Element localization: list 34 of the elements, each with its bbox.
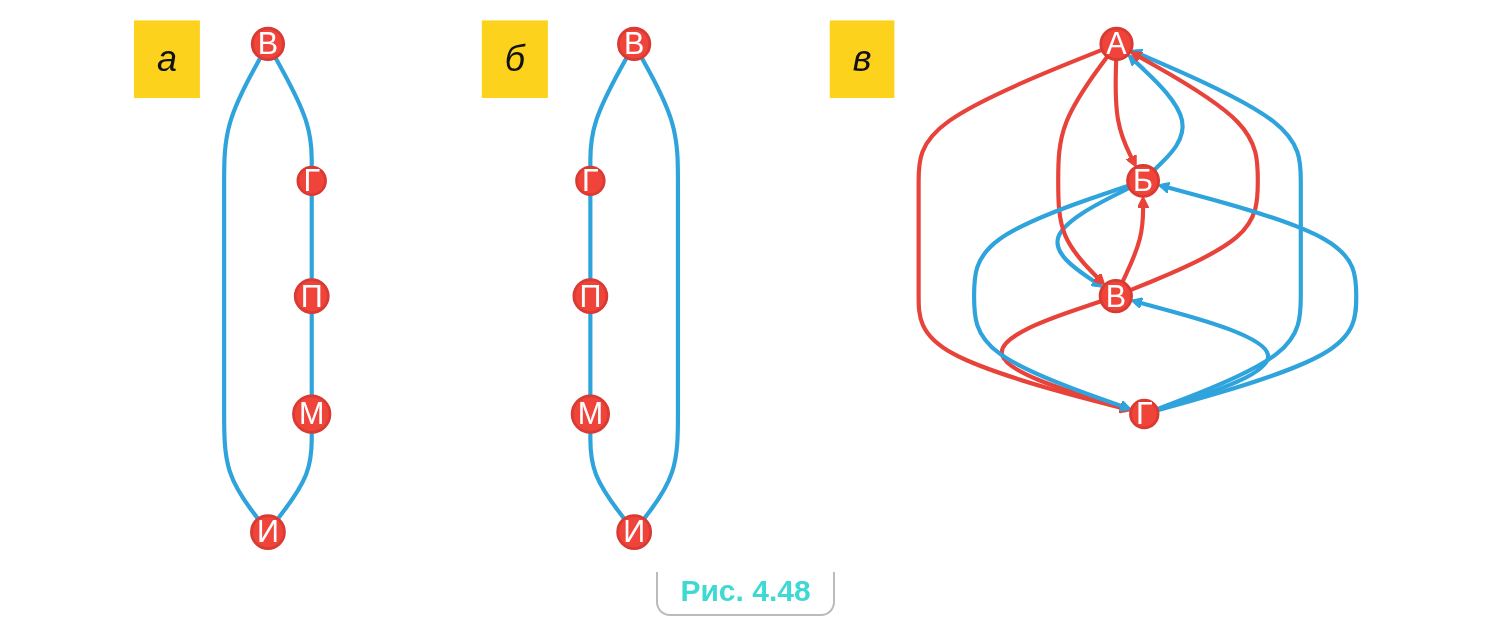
arrow bbox=[1113, 59, 1137, 168]
node-box: а bbox=[134, 20, 200, 99]
node-circle: В bbox=[250, 26, 286, 62]
arrow bbox=[1055, 186, 1131, 288]
arrow bbox=[1129, 51, 1260, 293]
connector bbox=[222, 56, 263, 521]
node-circle: П bbox=[293, 278, 330, 314]
arrow bbox=[1127, 54, 1185, 172]
node-circle: М bbox=[292, 394, 332, 434]
connector bbox=[639, 56, 681, 521]
node-circle: В bbox=[1098, 279, 1133, 314]
node-circle: Г bbox=[1129, 398, 1160, 430]
connector bbox=[309, 194, 314, 280]
node-circle: М bbox=[570, 394, 610, 434]
connector bbox=[588, 432, 626, 521]
node-box: б bbox=[481, 20, 548, 99]
arrow bbox=[1157, 181, 1359, 413]
figure-caption: Рис. 4.48 bbox=[656, 572, 835, 616]
node-circle: Б bbox=[1126, 163, 1161, 198]
connector bbox=[273, 56, 314, 168]
connector bbox=[588, 312, 593, 396]
node-circle: П bbox=[572, 278, 609, 314]
node-circle: В bbox=[617, 26, 652, 62]
node-circle: И bbox=[250, 514, 286, 550]
node-circle: Г bbox=[575, 165, 606, 197]
node-circle: Г bbox=[296, 165, 327, 197]
arrow bbox=[1056, 55, 1109, 286]
connector bbox=[309, 312, 314, 396]
connector bbox=[588, 56, 629, 168]
node-circle: И bbox=[616, 514, 653, 550]
connector bbox=[276, 432, 314, 521]
connector bbox=[588, 194, 593, 280]
node-box: в bbox=[829, 20, 895, 99]
node-circle: А bbox=[1099, 26, 1134, 62]
